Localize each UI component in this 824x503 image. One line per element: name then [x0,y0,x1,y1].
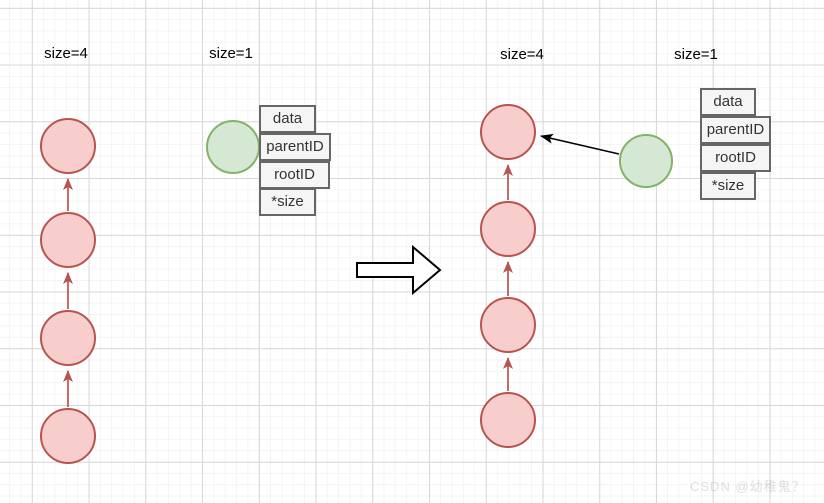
single-node-circle [206,120,260,174]
field-box-rootid: rootID [259,161,330,189]
csdn-watermark: CSDN @幼稚鬼？ [690,479,806,494]
field-box-data: data [700,88,756,116]
single-node-circle [619,134,673,188]
field-box-size: *size [259,188,316,216]
chain-node-circle [480,104,536,160]
field-box-size: *size [700,172,756,200]
transform-arrow [356,244,442,296]
chain-node-circle [40,408,96,464]
field-box-parentid: parentID [259,133,331,161]
chain-node-circle [480,201,536,257]
before-single-size-label: size=1 [209,45,253,62]
after-chain-size-label: size=4 [500,46,544,63]
chain-node-circle [480,297,536,353]
before-chain-size-label: size=4 [44,45,88,62]
field-box-rootid: rootID [700,144,771,172]
after-single-size-label: size=1 [674,46,718,63]
merge-pointer-arrow [540,133,620,155]
field-box-parentid: parentID [700,116,771,144]
chain-node-circle [40,212,96,268]
field-box-data: data [259,105,316,133]
chain-node-circle [480,392,536,448]
chain-node-circle [40,310,96,366]
chain-node-circle [40,118,96,174]
